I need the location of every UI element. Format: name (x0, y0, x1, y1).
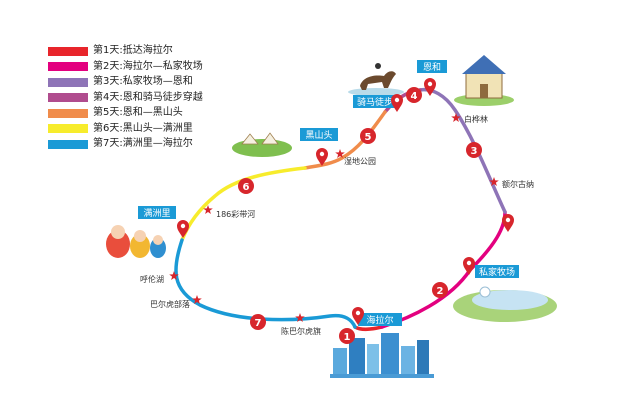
place-label-ergun: 额尔古纳 (502, 179, 534, 189)
pin-icon (502, 214, 514, 232)
location-box-manzhouli: 满洲里 (138, 206, 176, 219)
day-number: 3 (471, 146, 478, 157)
legend-label: 第4天:恩和骑马徒步穿越 (93, 91, 203, 103)
route-day1 (353, 325, 384, 331)
legend: 第1天:抵达海拉尔 第2天:海拉尔—私家牧场 第3天:私家牧场—恩和 第4天:恩… (48, 44, 203, 153)
legend-swatch (48, 46, 88, 56)
location-box-hailar: 海拉尔 (358, 313, 402, 326)
day-marker-3: 3 (466, 142, 482, 158)
route-day3 (418, 87, 507, 214)
place-label-caidai: 186彩带河 (216, 209, 255, 219)
location-box-ranch: 私家牧场 (475, 265, 519, 278)
day-number: 6 (243, 182, 250, 193)
place-label-baerhu: 巴尔虎部落 (150, 299, 190, 309)
day-marker-2: 2 (432, 282, 448, 298)
location-label: 骑马徒步 (357, 96, 393, 108)
heishantou-illustration (232, 132, 292, 157)
horse-illustration (348, 63, 404, 96)
legend-swatch (48, 124, 88, 133)
route-day6 (180, 166, 307, 242)
location-label: 私家牧场 (479, 266, 515, 278)
legend-label: 第2天:海拉尔—私家牧场 (93, 60, 203, 72)
legend-label: 第1天:抵达海拉尔 (93, 45, 173, 56)
location-box-heishantou: 黑山头 (300, 128, 338, 141)
location-label: 满洲里 (143, 208, 170, 219)
location-box-enhe: 恩和 (417, 60, 447, 73)
enhe-illustration (454, 55, 514, 106)
place-label-baihualin: 白桦林 (464, 114, 488, 124)
day-marker-4: 4 (406, 87, 422, 103)
legend-item-day6: 第6天:黑山头—满洲里 (48, 122, 203, 136)
route-day5 (303, 110, 387, 170)
day-marker-5: 5 (360, 128, 376, 144)
legend-swatch (48, 93, 88, 102)
legend-label: 第3天:私家牧场—恩和 (93, 76, 193, 87)
day-number: 2 (437, 286, 444, 297)
ranch-illustration (453, 286, 557, 322)
legend-swatch (48, 139, 88, 149)
legend-item-day5: 第5天:恩和—黑山头 (48, 106, 203, 120)
route-day7 (174, 238, 357, 329)
place-label-chenbaerhu: 陈巴尔虎旗 (281, 326, 321, 336)
day-number: 7 (255, 318, 262, 329)
legend-swatch (48, 62, 88, 71)
legend-item-day1: 第1天:抵达海拉尔 (48, 44, 203, 58)
legend-item-day2: 第2天:海拉尔—私家牧场 (48, 60, 203, 74)
location-label: 黑山头 (305, 130, 332, 141)
day-number: 4 (411, 91, 418, 102)
day-marker-7: 7 (250, 314, 266, 330)
legend-label: 第7天:满洲里—海拉尔 (93, 138, 193, 149)
day-marker-6: 6 (238, 178, 254, 194)
day-number: 1 (344, 332, 351, 343)
legend-label: 第6天:黑山头—满洲里 (93, 122, 193, 134)
legend-label: 第5天:恩和—黑山头 (93, 107, 183, 118)
place-label-shidi: 湿地公园 (344, 156, 376, 166)
pin-icon (391, 94, 403, 112)
location-box-horse: 骑马徒步 (353, 95, 397, 108)
matryoshka-illustration (106, 225, 166, 258)
legend-swatch (48, 77, 88, 87)
legend-item-day7: 第7天:满洲里—海拉尔 (48, 137, 203, 151)
legend-item-day3: 第3天:私家牧场—恩和 (48, 75, 203, 89)
day-number: 5 (365, 132, 372, 143)
place-label-hulunhu: 呼伦湖 (140, 274, 164, 284)
city-illustration (330, 333, 434, 378)
legend-swatch (48, 108, 88, 118)
day-marker-1: 1 (339, 328, 355, 344)
location-label: 恩和 (423, 62, 441, 73)
legend-item-day4: 第4天:恩和骑马徒步穿越 (48, 91, 203, 105)
pin-icon (463, 257, 475, 275)
location-label: 海拉尔 (366, 314, 393, 326)
pin-icon (177, 220, 189, 238)
